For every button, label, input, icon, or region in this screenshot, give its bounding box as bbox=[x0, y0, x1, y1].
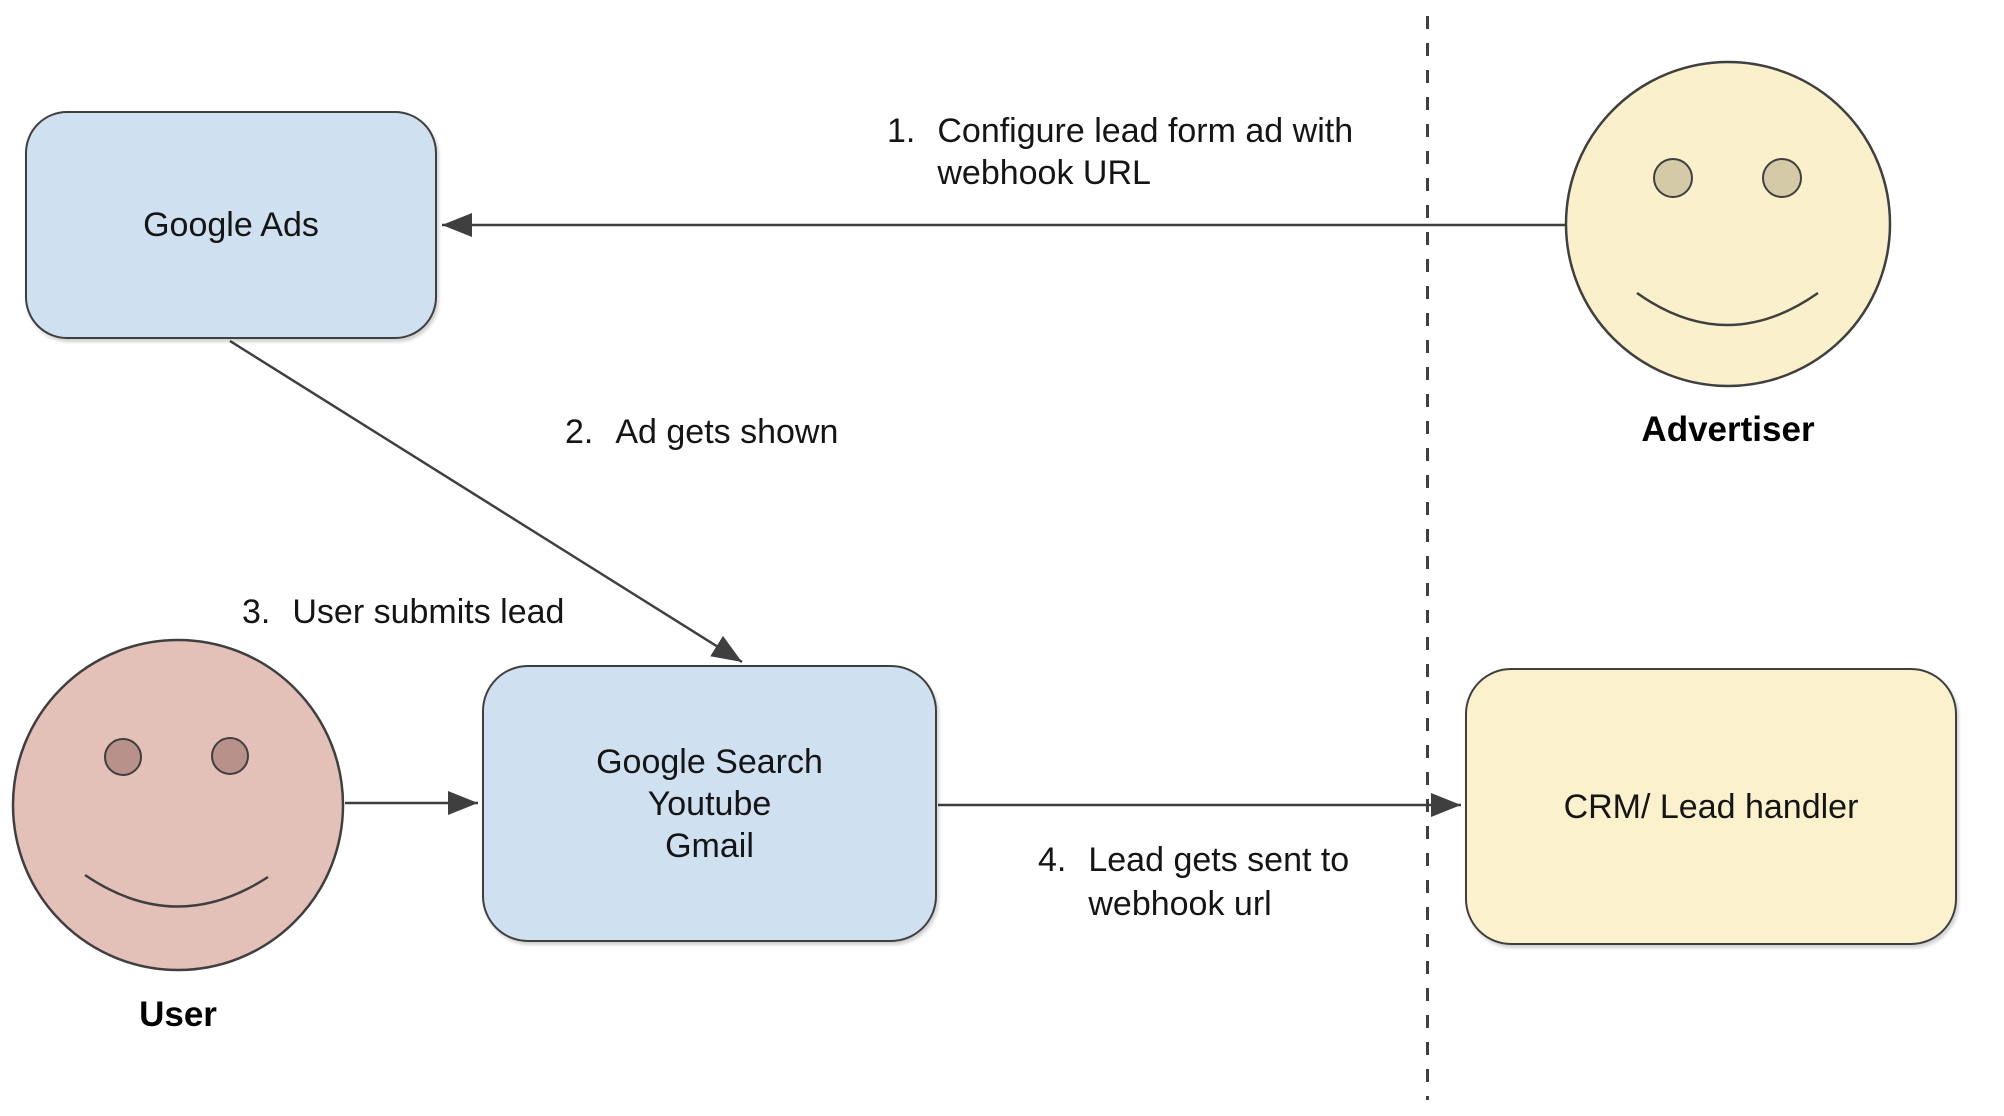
step-1-label: 1. Configure lead form ad with webhook U… bbox=[887, 110, 1353, 194]
google-surfaces-line-2: Youtube bbox=[647, 784, 772, 823]
user-right-eye bbox=[211, 737, 249, 775]
step-4-line-1: Lead gets sent to bbox=[1088, 841, 1350, 879]
user-label: User bbox=[139, 995, 217, 1034]
step-4-number: 4. bbox=[1038, 841, 1067, 879]
user-smiley-face-icon bbox=[11, 638, 345, 972]
step-3-text: User submits lead bbox=[292, 591, 564, 633]
google-surfaces-node: Google Search Youtube Gmail bbox=[482, 665, 937, 942]
user-smile bbox=[84, 873, 269, 908]
advertiser-smiley-face-icon bbox=[1564, 60, 1892, 388]
step-4-label: 4. Lead gets sent to webhook url bbox=[1038, 838, 1349, 926]
advertiser-left-eye bbox=[1653, 158, 1693, 198]
step-3-line-1: User submits lead bbox=[292, 593, 565, 631]
google-surfaces-line-3: Gmail bbox=[665, 826, 754, 865]
step-3-label: 3. User submits lead bbox=[242, 591, 564, 633]
step-1-text: Configure lead form ad with webhook URL bbox=[937, 110, 1353, 194]
advertiser-right-eye bbox=[1762, 158, 1802, 198]
step-2-label: 2. Ad gets shown bbox=[565, 411, 838, 453]
step-4-text: Lead gets sent to webhook url bbox=[1088, 838, 1349, 926]
step-2-line-1: Ad gets shown bbox=[615, 413, 839, 451]
advertiser-label: Advertiser bbox=[1641, 410, 1815, 449]
step-1-line-2: webhook URL bbox=[937, 154, 1151, 192]
advertiser-smile bbox=[1636, 291, 1819, 327]
step-1-number: 1. bbox=[887, 112, 916, 150]
google-ads-label: Google Ads bbox=[143, 206, 319, 244]
arrow-ad-gets-shown bbox=[229, 339, 743, 664]
advertiser-face-circle bbox=[1564, 60, 1892, 388]
crm-node: CRM/ Lead handler bbox=[1465, 668, 1957, 945]
google-ads-node: Google Ads bbox=[25, 111, 437, 339]
user-left-eye bbox=[104, 738, 142, 776]
step-3-number: 3. bbox=[242, 593, 271, 631]
step-2-number: 2. bbox=[565, 413, 594, 451]
crm-label: CRM/ Lead handler bbox=[1563, 787, 1859, 826]
step-1-line-1: Configure lead form ad with bbox=[937, 112, 1354, 150]
step-4-line-2: webhook url bbox=[1088, 885, 1272, 923]
step-2-text: Ad gets shown bbox=[615, 411, 838, 453]
google-surfaces-line-1: Google Search bbox=[596, 742, 823, 781]
user-face-circle bbox=[11, 638, 345, 972]
